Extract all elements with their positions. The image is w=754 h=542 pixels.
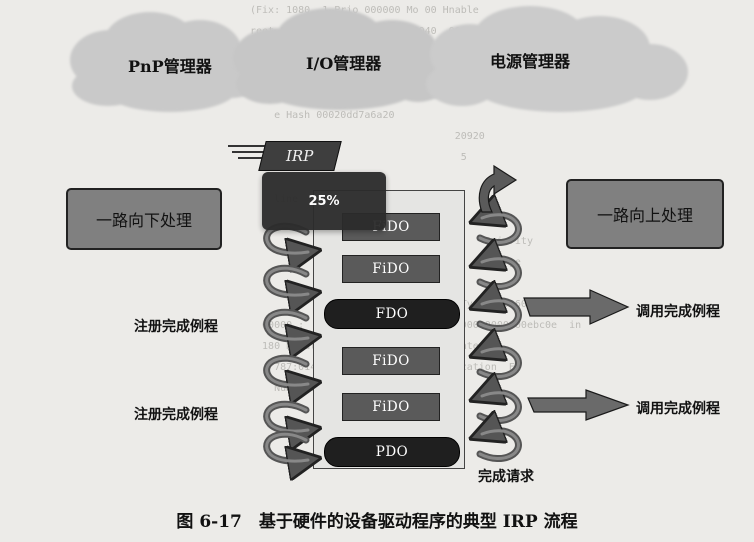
- downward-processing-label: 一路向下处理: [95, 211, 192, 230]
- down-loop-arrow-5-highlight: [265, 402, 310, 433]
- complete-request-label: 完成请求: [478, 469, 534, 485]
- down-loop-arrow-6-highlight: [265, 432, 310, 463]
- callout-arrow-2: [527, 389, 630, 421]
- upward-arrow-loops: [478, 215, 522, 462]
- progress-overlay: 25%: [262, 172, 386, 230]
- cloud-label-io: I/O管理器: [306, 54, 382, 73]
- downward-arrow-loops: [263, 222, 310, 463]
- stack-layer-4: FiDO: [342, 347, 440, 375]
- upward-processing-label: 一路向上处理: [596, 206, 693, 225]
- cloud-label-power: 电源管理器: [490, 52, 571, 71]
- clouds-layer: [70, 6, 688, 112]
- stack-layer-2: FiDO: [342, 255, 440, 283]
- up-loop-arrow-6-highlight: [478, 429, 520, 460]
- figure-caption: 图 6-17 基于硬件的设备驱动程序的典型 IRP 流程: [176, 512, 578, 532]
- cloud-io-shape: [233, 8, 450, 110]
- stack-layer-pdo: PDO: [324, 437, 460, 467]
- cloud-pnp-shape: [70, 12, 264, 112]
- upward-processing-box: 一路向上处理: [566, 179, 724, 249]
- down-loop-arrow-4-highlight: [265, 356, 310, 387]
- cloud-label-pnp: PnP管理器: [128, 57, 212, 76]
- downward-processing-box: 一路向下处理: [66, 188, 222, 250]
- register-completion-label-2: 注册完成例程: [134, 407, 218, 423]
- down-loop-arrow-1-highlight: [265, 224, 310, 255]
- down-loop-arrow-3-highlight: [265, 310, 310, 341]
- progress-value: 25%: [308, 193, 340, 209]
- top-exit-arrow: [478, 164, 518, 213]
- down-loop-arrow-2-highlight: [265, 266, 310, 297]
- stack-layer-5: FiDO: [342, 393, 440, 421]
- call-completion-label-1: 调用完成例程: [636, 304, 720, 320]
- cloud-power-shape: [426, 6, 688, 112]
- callout-arrow-1: [523, 289, 630, 325]
- call-completion-label-2: 调用完成例程: [636, 401, 720, 417]
- stack-layer-fdo: FDO: [324, 299, 460, 329]
- register-completion-label-1: 注册完成例程: [134, 319, 218, 335]
